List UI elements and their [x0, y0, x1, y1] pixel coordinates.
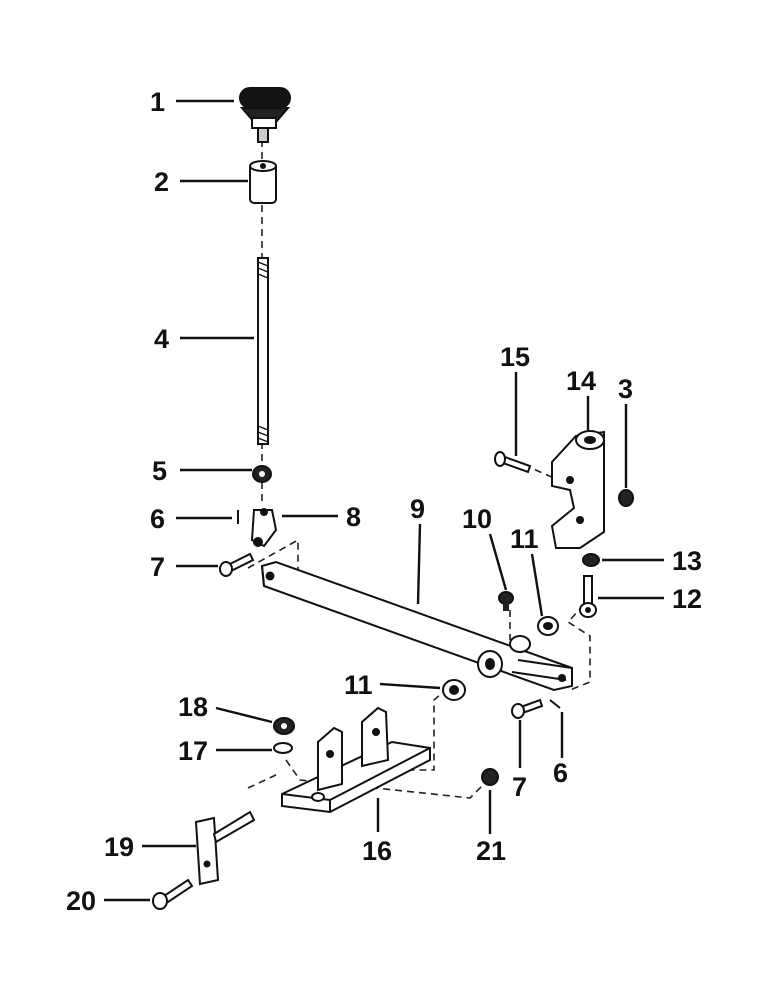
part-bushing [249, 160, 277, 204]
callout-1: 1 [150, 87, 165, 117]
part-bushing-lower [442, 679, 466, 701]
callout-12: 12 [672, 584, 702, 614]
callout-4: 4 [154, 324, 169, 354]
part-mounting-base [281, 706, 431, 814]
callout-21: 21 [476, 836, 506, 866]
callout-17: 17 [178, 736, 208, 766]
callout-labels: 1 2 4 5 6 8 7 9 10 11 15 14 3 13 12 11 1… [66, 87, 702, 916]
callout-6-upper: 6 [150, 504, 165, 534]
part-shift-rod [257, 257, 269, 445]
part-bushing-upper [537, 616, 559, 636]
part-pivot-plate [194, 810, 256, 886]
part-nut-18 [273, 717, 295, 735]
callout-7-lower: 7 [512, 772, 527, 802]
callout-11-upper: 11 [510, 524, 539, 554]
part-nut [252, 465, 272, 483]
callout-9: 9 [410, 494, 425, 524]
part-clevis-pin [219, 552, 255, 577]
callout-14: 14 [566, 366, 596, 396]
part-cotter-pin-lower [549, 699, 561, 709]
callout-15: 15 [500, 342, 530, 372]
part-grease-fitting [498, 591, 514, 611]
callout-6-lower: 6 [553, 758, 568, 788]
part-eye-bolt [579, 575, 597, 618]
callout-8: 8 [346, 502, 361, 532]
part-nut-3 [618, 489, 634, 507]
callout-20: 20 [66, 886, 96, 916]
part-clevis-pin-lower [511, 698, 544, 719]
callout-leaders [104, 99, 664, 902]
part-bolt-20 [152, 878, 194, 910]
callout-11-lower: 11 [344, 670, 373, 700]
part-shift-lever [260, 560, 573, 692]
callout-5: 5 [152, 456, 167, 486]
callout-2: 2 [154, 167, 169, 197]
part-bolt-15 [494, 451, 532, 474]
callout-7-upper: 7 [150, 552, 165, 582]
callout-18: 18 [178, 692, 208, 722]
part-nut-21 [481, 768, 499, 786]
part-clevis [250, 508, 278, 548]
part-bracket [550, 430, 605, 549]
part-nut-13 [582, 553, 600, 567]
callout-13: 13 [672, 546, 702, 576]
part-knob [239, 87, 291, 143]
callout-16: 16 [362, 836, 392, 866]
callout-19: 19 [104, 832, 134, 862]
callout-10: 10 [462, 504, 492, 534]
part-washer-17 [273, 742, 293, 754]
callout-3: 3 [618, 374, 633, 404]
